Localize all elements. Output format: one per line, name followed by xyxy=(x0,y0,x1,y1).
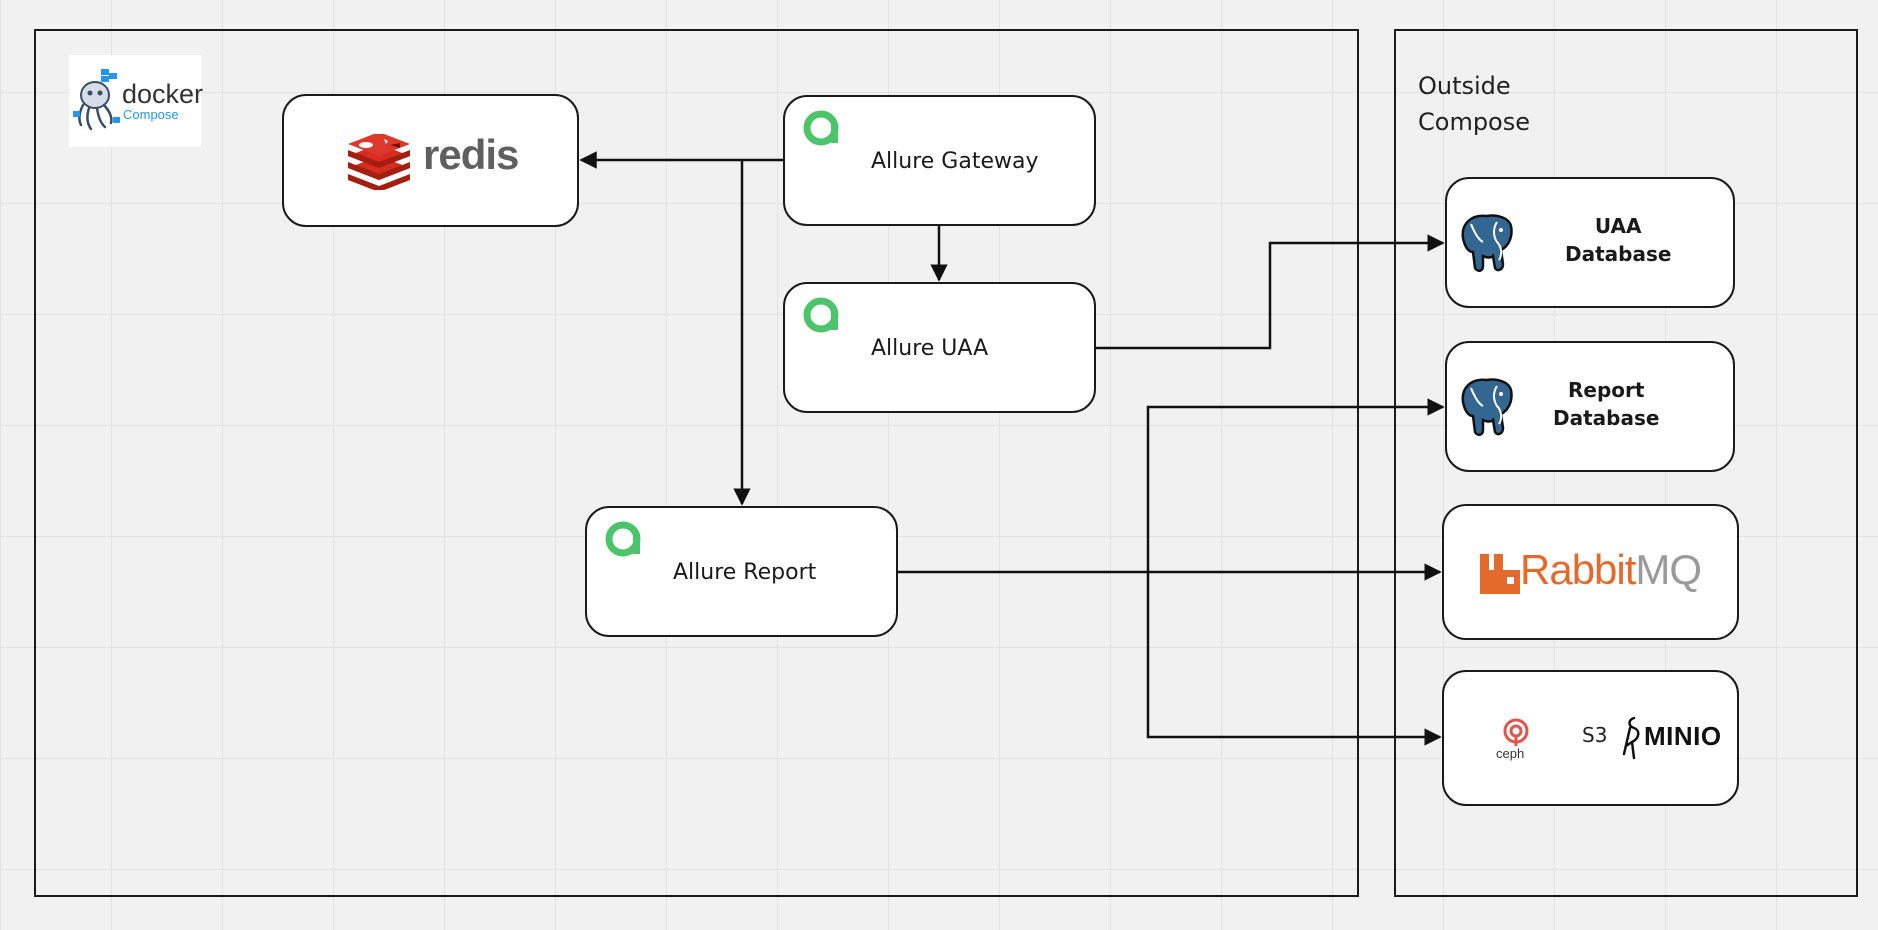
s3-label: S3 xyxy=(1582,723,1608,747)
allure-logo-icon xyxy=(803,297,839,333)
minio-wordmark: MINIO xyxy=(1644,721,1722,751)
report-to-report-database-connector xyxy=(1146,398,1445,572)
allure-uaa-node[interactable]: Allure UAA xyxy=(783,282,1096,413)
ceph-wordmark: ceph xyxy=(1496,746,1525,761)
allure-gateway-node[interactable]: Allure Gateway xyxy=(783,95,1096,226)
rabbit-text: Rabbit xyxy=(1520,546,1636,593)
allure-report-label: Allure Report xyxy=(673,560,817,585)
allure-gateway-label: Allure Gateway xyxy=(871,149,1039,174)
report-db-line1: Report xyxy=(1567,378,1645,402)
minio-bird-icon xyxy=(1622,716,1640,760)
rabbitmq-wordmark: RabbitMQ xyxy=(1520,546,1702,594)
allure-logo-icon xyxy=(605,521,641,557)
report-database-label: Report Database xyxy=(1553,376,1659,432)
object-storage-node[interactable]: ceph S3 MINIO xyxy=(1442,670,1739,806)
redis-node[interactable]: redis xyxy=(282,94,579,227)
outside-label-line2: Compose xyxy=(1418,108,1531,136)
redis-stack-icon xyxy=(348,134,410,190)
uaa-database-label: UAA Database xyxy=(1565,212,1671,268)
mq-text: MQ xyxy=(1635,546,1702,593)
docker-compose-boundary xyxy=(34,29,1359,897)
uaa-db-line1: UAA xyxy=(1594,214,1642,238)
postgresql-elephant-icon xyxy=(1461,378,1513,436)
outside-compose-label: Outside Compose xyxy=(1418,68,1530,140)
report-to-storage-connector xyxy=(1146,572,1442,746)
rabbitmq-icon xyxy=(1480,554,1520,594)
outside-compose-boundary xyxy=(1394,29,1858,897)
report-db-line2: Database xyxy=(1553,406,1660,430)
docker-wordmark: docker xyxy=(122,79,204,109)
redis-wordmark: redis xyxy=(423,131,519,178)
docker-octopus-icon xyxy=(73,69,120,131)
outside-label-line1: Outside xyxy=(1418,72,1511,100)
ceph-icon xyxy=(1503,718,1529,746)
rabbitmq-node[interactable]: RabbitMQ xyxy=(1442,504,1739,640)
postgresql-elephant-icon xyxy=(1461,214,1513,272)
uaa-to-uaa-database-connector xyxy=(1096,234,1445,350)
uaa-database-node[interactable]: UAA Database xyxy=(1445,177,1735,308)
report-database-node[interactable]: Report Database xyxy=(1445,341,1735,472)
docker-compose-logo: docker Compose xyxy=(69,55,204,147)
allure-logo-icon xyxy=(803,110,839,146)
uaa-db-line2: Database xyxy=(1565,242,1672,266)
allure-uaa-label: Allure UAA xyxy=(871,336,989,361)
compose-wordmark: Compose xyxy=(123,107,179,122)
allure-report-node[interactable]: Allure Report xyxy=(585,506,898,637)
